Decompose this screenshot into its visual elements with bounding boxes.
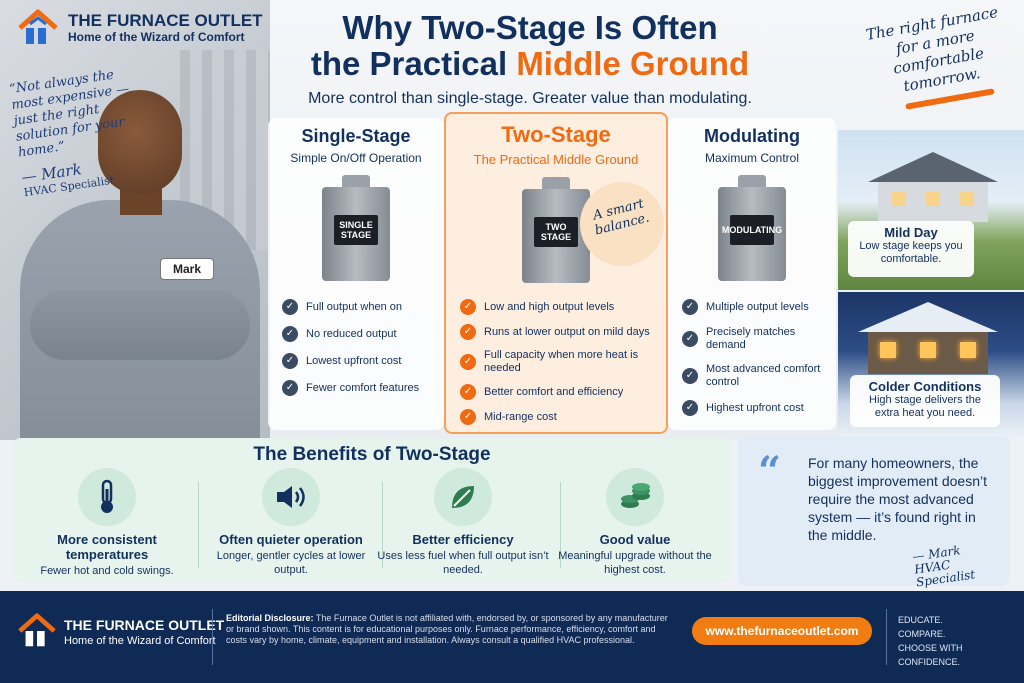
technician-photo: Mark: [0, 0, 270, 440]
check-icon: ✓: [460, 299, 476, 315]
mild-day-caption: Mild Day Low stage keeps you comfortable…: [848, 221, 974, 277]
list-item: ✓Mid-range cost: [460, 409, 666, 425]
check-icon: ✓: [282, 299, 298, 315]
name-tag: Mark: [160, 258, 214, 280]
footer: THE FURNACE OUTLET Home of the Wizard of…: [0, 591, 1024, 683]
benefits-title: The Benefits of Two-Stage: [253, 444, 491, 465]
comparison-columns: Single-Stage Simple On/Off Operation SIN…: [268, 112, 836, 434]
furnace-label: MODULATING: [722, 215, 782, 245]
list-item: ✓Multiple output levels: [682, 299, 836, 315]
tagline-script: The right furnace for a more comfortable…: [864, 2, 1000, 96]
brand-header[interactable]: THE FURNACE OUTLET Home of the Wizard of…: [16, 8, 263, 48]
furnace-label: SINGLE STAGE: [334, 215, 378, 245]
brand-name: THE FURNACE OUTLET: [68, 11, 263, 30]
page-subtitle: More control than single-stage. Greater …: [308, 90, 752, 107]
testimonial-signature: — Mark HVAC Specialist: [911, 543, 976, 590]
benefit-item: Better efficiency Uses less fuel when fu…: [374, 468, 552, 577]
furnace-label: TWO STAGE: [534, 217, 578, 247]
check-icon: ✓: [682, 368, 698, 384]
check-icon: ✓: [682, 400, 698, 416]
editorial-disclosure: Editorial Disclosure: The Furnace Outlet…: [226, 613, 668, 645]
benefit-item: More consistent temperatures Fewer hot a…: [18, 468, 196, 578]
list-item: ✓Precisely matches demand: [682, 326, 836, 352]
house-logo-icon: [18, 9, 58, 44]
quote-mark-icon: “: [758, 448, 782, 495]
furnace-icon: SINGLE STAGE: [322, 175, 390, 281]
list-item: ✓Full capacity when more heat is needed: [460, 349, 666, 375]
check-icon: ✓: [282, 380, 298, 396]
title-accent: Middle Ground: [516, 45, 750, 82]
footer-brand-tagline: Home of the Wizard of Comfort: [64, 635, 216, 647]
check-icon: ✓: [460, 354, 476, 370]
list-item: ✓Lowest upfront cost: [282, 353, 444, 369]
benefit-item: Good value Meaningful upgrade without th…: [546, 468, 724, 577]
thermometer-icon: [78, 468, 136, 526]
list-item: ✓No reduced output: [282, 326, 444, 342]
check-icon: ✓: [282, 353, 298, 369]
list-item: ✓Better comfort and efficiency: [460, 384, 666, 400]
list-item: ✓Fewer comfort features: [282, 380, 444, 396]
feature-list: ✓Full output when on ✓No reduced output …: [282, 299, 444, 396]
check-icon: ✓: [682, 331, 698, 347]
benefits-section: The Benefits of Two-Stage More consisten…: [14, 438, 730, 582]
check-icon: ✓: [460, 384, 476, 400]
testimonial-text: For many homeowners, the biggest improve…: [808, 455, 987, 543]
brand-tagline: Home of the Wizard of Comfort: [68, 30, 245, 44]
column-modulating: Modulating Maximum Control MODULATING ✓M…: [668, 118, 836, 430]
technician-figure: Mark: [20, 90, 260, 440]
testimonial-box: “ For many homeowners, the biggest impro…: [738, 436, 1010, 589]
list-item: ✓Most advanced comfort control: [682, 363, 836, 389]
list-item: ✓Low and high output levels: [460, 299, 666, 315]
cold-conditions-caption: Colder Conditions High stage delivers th…: [850, 375, 1000, 427]
feature-list: ✓Multiple output levels ✓Precisely match…: [682, 299, 836, 416]
speaker-icon: [262, 468, 320, 526]
check-icon: ✓: [460, 409, 476, 425]
hero-section: Mark THE FURNACE OUTLET Home of the Wiza…: [0, 0, 1024, 440]
footer-motto: EDUCATE. COMPARE. CHOOSE WITH CONFIDENCE…: [898, 615, 963, 667]
feature-list: ✓Low and high output levels ✓Runs at low…: [460, 299, 666, 425]
column-two-stage: Two-Stage The Practical Middle Ground TW…: [444, 112, 668, 434]
check-icon: ✓: [682, 299, 698, 315]
page-title: Why Two-Stage Is Often the Practical Mid…: [310, 9, 750, 82]
furnace-icon: MODULATING: [718, 175, 786, 281]
leaf-icon: [434, 468, 492, 526]
list-item: ✓Runs at lower output on mild days: [460, 324, 666, 340]
list-item: ✓Highest upfront cost: [682, 400, 836, 416]
technician-quote: “Not always the most expensive — just th…: [8, 63, 163, 201]
footer-brand-name: THE FURNACE OUTLET: [64, 617, 225, 633]
benefit-item: Often quieter operation Longer, gentler …: [202, 468, 380, 577]
check-icon: ✓: [282, 326, 298, 342]
house-logo-icon[interactable]: [16, 611, 58, 651]
check-icon: ✓: [460, 324, 476, 340]
list-item: ✓Full output when on: [282, 299, 444, 315]
website-link-button[interactable]: www.thefurnaceoutlet.com: [692, 617, 872, 645]
furnace-icon: TWO STAGE: [522, 177, 590, 283]
coins-icon: [606, 468, 664, 526]
column-single-stage: Single-Stage Simple On/Off Operation SIN…: [268, 118, 444, 430]
